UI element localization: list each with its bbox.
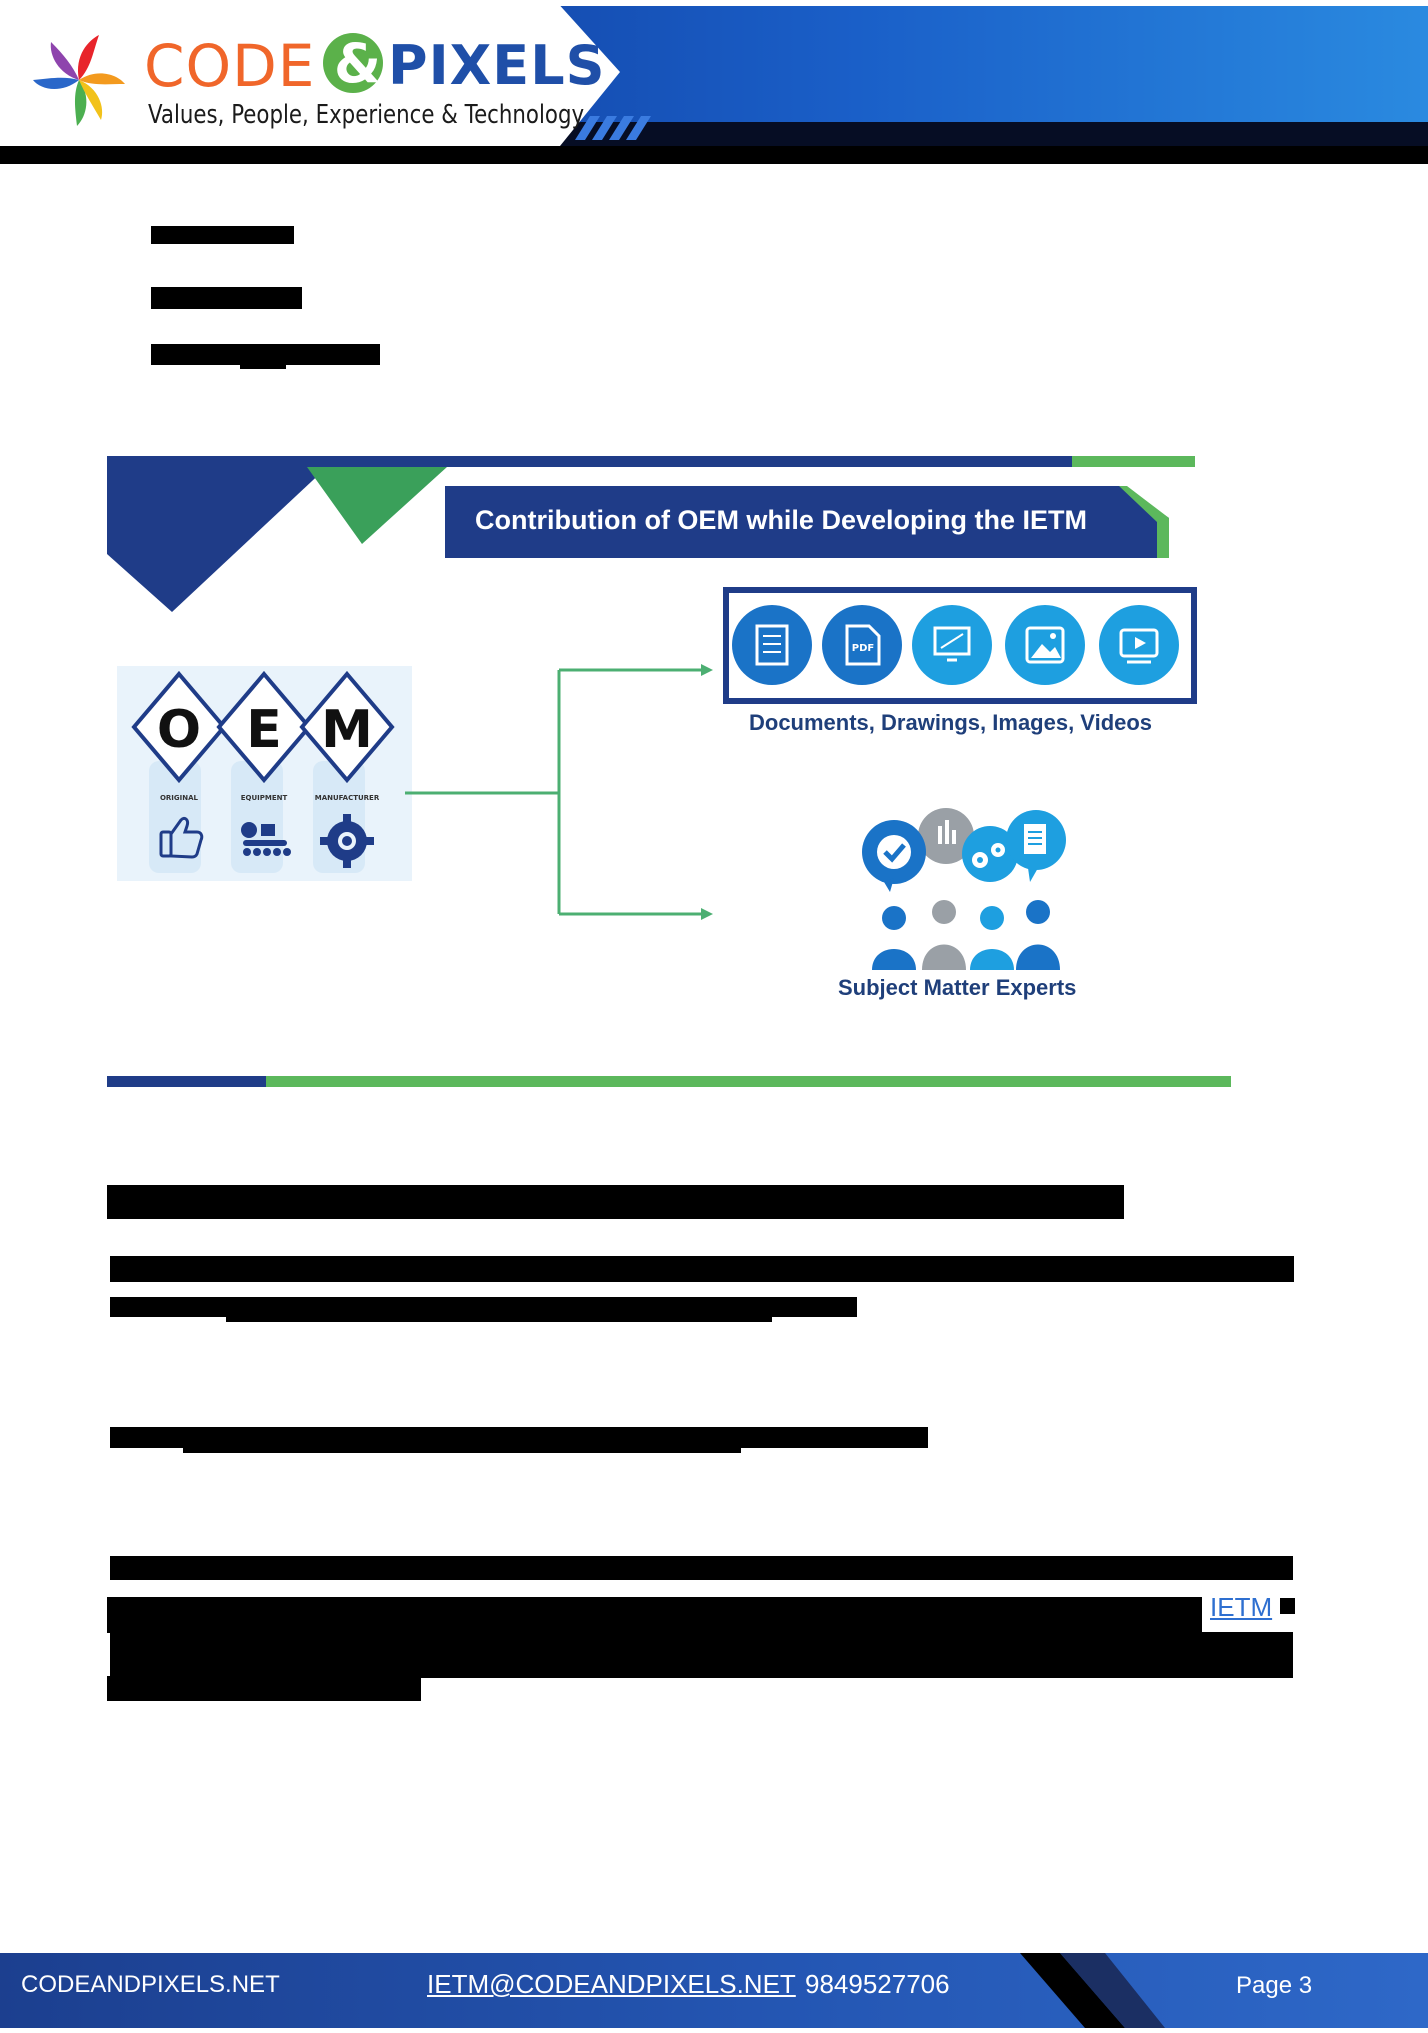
redacted-line [110, 1556, 1293, 1580]
logo-tagline: Values, People, Experience & Technology [148, 100, 585, 130]
sme-caption: Subject Matter Experts [838, 975, 1077, 1000]
redacted-line [183, 1446, 741, 1453]
redacted-heading [107, 1185, 1124, 1219]
redacted-line [107, 1676, 421, 1701]
redacted-line [151, 344, 380, 365]
infographic-title: Contribution of OEM while Developing the… [475, 505, 1087, 535]
ietm-link[interactable]: IETM [1206, 1592, 1277, 1623]
video-icon [1099, 605, 1179, 685]
document-icon [732, 605, 812, 685]
logo-amp-badge [323, 33, 383, 93]
conveyor-equipment-icon [241, 822, 291, 856]
oem-sublabel-equipment: EQUIPMENT [241, 794, 288, 802]
oem-letter-m: M [321, 700, 373, 760]
media-caption: Documents, Drawings, Images, Videos [749, 710, 1153, 735]
subject-matter-experts-graphic [860, 806, 1074, 970]
people-icon [872, 900, 1060, 970]
footer-phone: 9849527706 [805, 1969, 950, 1999]
oem-letters-graphic: O E M ORIGINAL EQUIPMENT MANUFACTURER [157, 700, 380, 868]
footer-email-link[interactable]: IETM@CODEANDPIXELS.NET [427, 1969, 796, 1999]
redacted-line [107, 1597, 1202, 1633]
redacted-line [110, 1297, 857, 1317]
oem-sublabel-original: ORIGINAL [160, 794, 199, 802]
footer-website[interactable]: CODEANDPIXELS.NET [21, 1971, 280, 1998]
oem-letter-e: E [246, 700, 282, 760]
header-band [0, 0, 1428, 165]
redacted-line [151, 226, 294, 244]
redacted-line [226, 1314, 772, 1322]
logo-amp-text: & [334, 32, 382, 95]
document-bubble-icon [1006, 810, 1066, 882]
checkmark-bubble-icon [862, 820, 926, 892]
redacted-line [151, 287, 302, 309]
logo-pixels-text: PIXELS [388, 34, 606, 97]
oem-letter-o: O [157, 700, 201, 760]
gear-icon [320, 814, 374, 868]
chart-bubble-icon [918, 808, 974, 864]
media-icons-row: PDF [729, 600, 1191, 695]
redacted-line [240, 360, 286, 369]
image-icon [1005, 605, 1085, 685]
gears-bubble-icon [962, 826, 1018, 882]
pinwheel-logo-icon [24, 28, 134, 133]
logo-code-text: CODE [144, 32, 316, 100]
drawing-icon [912, 605, 992, 685]
footer-page-number: Page 3 [1236, 1972, 1313, 1999]
oem-sublabel-manufacturer: MANUFACTURER [315, 794, 380, 802]
footer-band [0, 1953, 1428, 2028]
pdf-icon: PDF [822, 605, 902, 685]
redacted-line [110, 1427, 928, 1448]
thumbs-up-icon [159, 816, 204, 859]
redacted-line [110, 1256, 1294, 1282]
redacted-line [1280, 1598, 1295, 1614]
redacted-line [110, 1632, 1293, 1678]
header-background [0, 0, 1428, 164]
svg-text:PDF: PDF [852, 643, 874, 654]
